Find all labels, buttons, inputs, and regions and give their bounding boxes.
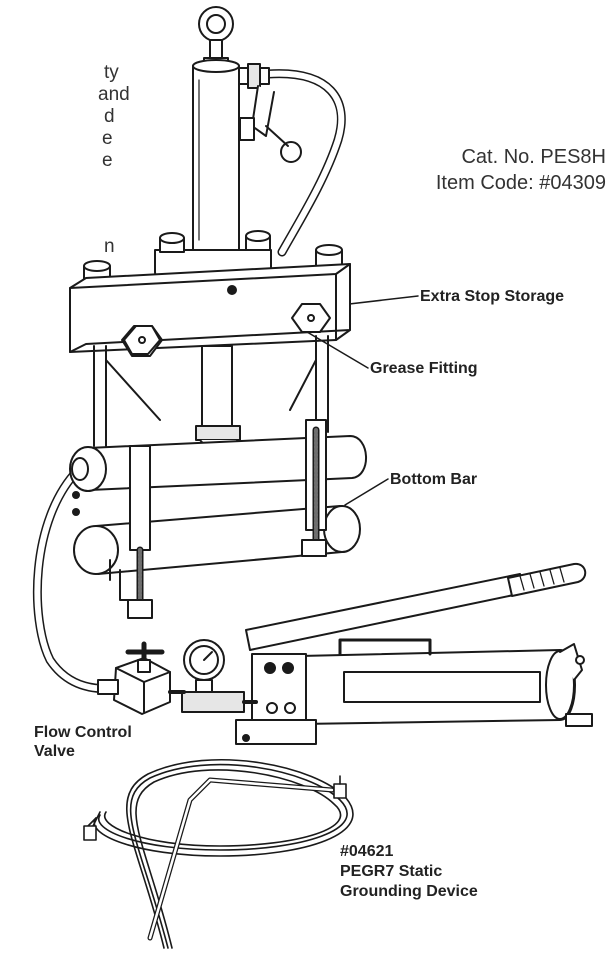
cropped-text-fragment: and <box>98 84 130 105</box>
label-flow-control-valve: Flow Control <box>34 724 132 741</box>
label-extra-stop-storage: Extra Stop Storage <box>420 288 565 305</box>
flow-control-valve <box>97 641 186 715</box>
eye-bolt <box>198 6 234 67</box>
catalog-number: Cat. No. PES8H <box>461 146 606 168</box>
hand-pump <box>235 562 593 745</box>
cropped-text-fragment: n <box>104 236 115 257</box>
top-bar <box>69 263 351 357</box>
tie-rods <box>93 335 329 447</box>
label-grease-fitting: Grease Fitting <box>370 360 478 377</box>
label-flow-control-valve: Valve <box>34 743 75 760</box>
bottom-bar <box>73 505 361 575</box>
label-grounding-device: #04621 <box>340 843 394 860</box>
label-grounding-device: Grounding Device <box>340 883 478 900</box>
cropped-text-fragment: ty <box>104 62 119 83</box>
label-bottom-bar: Bottom Bar <box>390 471 478 488</box>
upper-hose <box>263 69 346 257</box>
hydraulic-cylinder <box>192 59 302 251</box>
cropped-text-fragment: d <box>104 106 115 127</box>
lower-hose <box>32 465 123 694</box>
grounding-device <box>83 758 354 949</box>
pressure-gauge <box>181 639 258 713</box>
cropped-text-fragment: e <box>102 128 113 149</box>
item-code: Item Code: #04309 <box>435 172 606 194</box>
cropped-text-fragment: e <box>102 150 113 171</box>
upper-pipe <box>69 435 367 516</box>
clamp-posts <box>109 419 327 619</box>
label-grounding-device: PEGR7 Static <box>340 863 443 880</box>
